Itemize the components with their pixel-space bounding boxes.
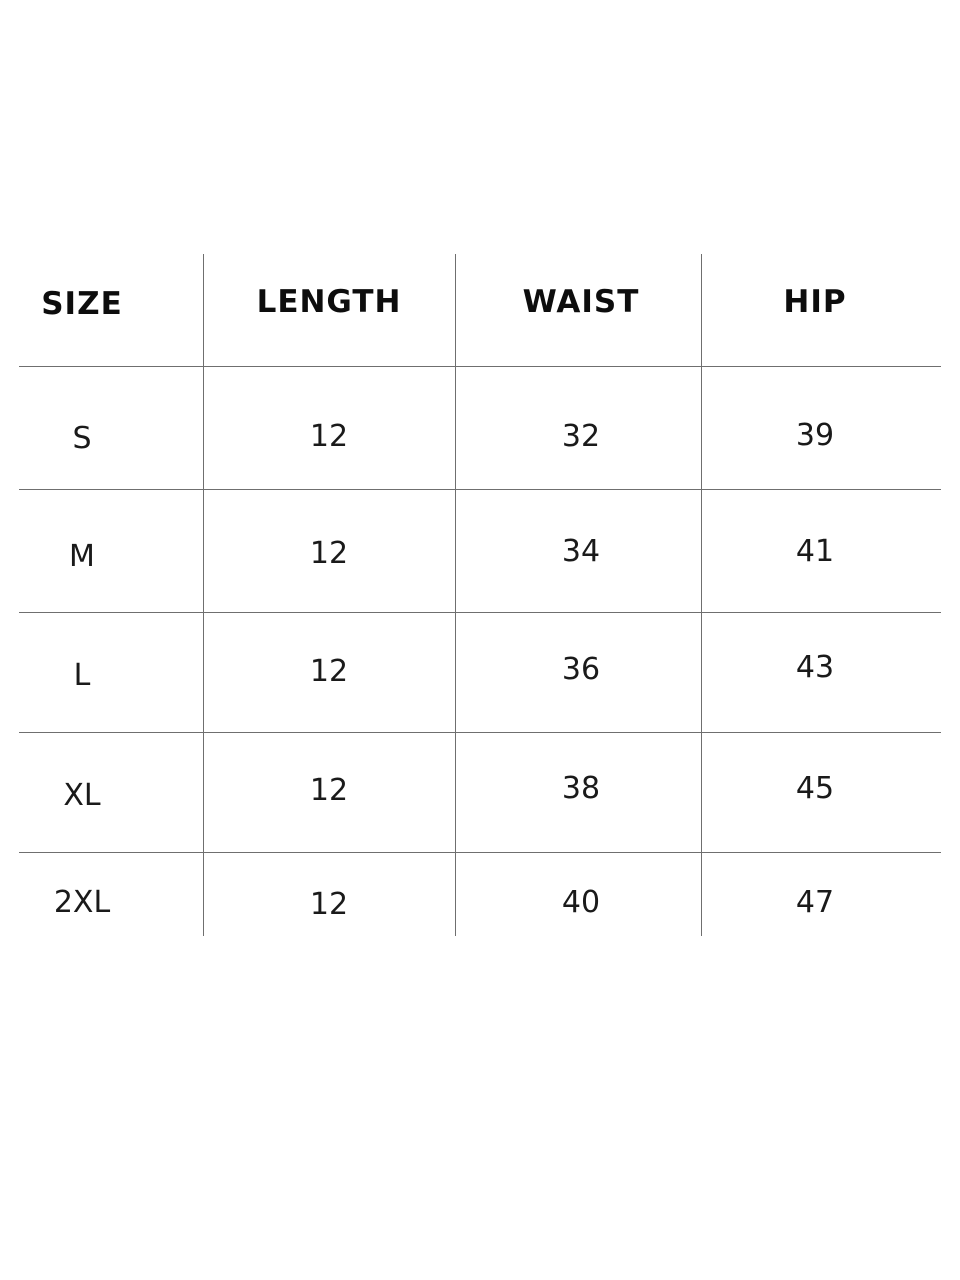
cell-waist: 32	[561, 418, 601, 454]
cell-length: 12	[309, 886, 349, 922]
cell-size: S	[72, 420, 92, 456]
cell-length: 12	[309, 772, 349, 808]
header-length: LENGTH	[256, 284, 402, 320]
cell-size: M	[69, 538, 95, 574]
cell-length: 12	[309, 653, 349, 689]
header-hip: HIP	[783, 284, 847, 320]
row-divider	[19, 852, 941, 853]
cell-hip: 47	[795, 884, 835, 920]
column-divider	[203, 254, 204, 936]
cell-length: 12	[309, 418, 349, 454]
cell-hip: 41	[795, 533, 835, 569]
header-waist: WAIST	[522, 284, 640, 320]
cell-hip: 43	[795, 649, 835, 685]
column-divider	[701, 254, 702, 936]
row-divider	[19, 612, 941, 613]
row-divider	[19, 489, 941, 490]
cell-size: L	[73, 657, 91, 693]
cell-waist: 38	[561, 770, 601, 806]
cell-size: XL	[63, 777, 101, 813]
row-divider	[19, 366, 941, 367]
column-divider	[455, 254, 456, 936]
cell-size: 2XL	[53, 884, 111, 920]
header-size: SIZE	[41, 286, 123, 322]
cell-length: 12	[309, 535, 349, 571]
cell-waist: 40	[561, 884, 601, 920]
cell-waist: 36	[561, 651, 601, 687]
cell-hip: 39	[795, 417, 835, 453]
row-divider	[19, 732, 941, 733]
cell-hip: 45	[795, 770, 835, 806]
cell-waist: 34	[561, 533, 601, 569]
